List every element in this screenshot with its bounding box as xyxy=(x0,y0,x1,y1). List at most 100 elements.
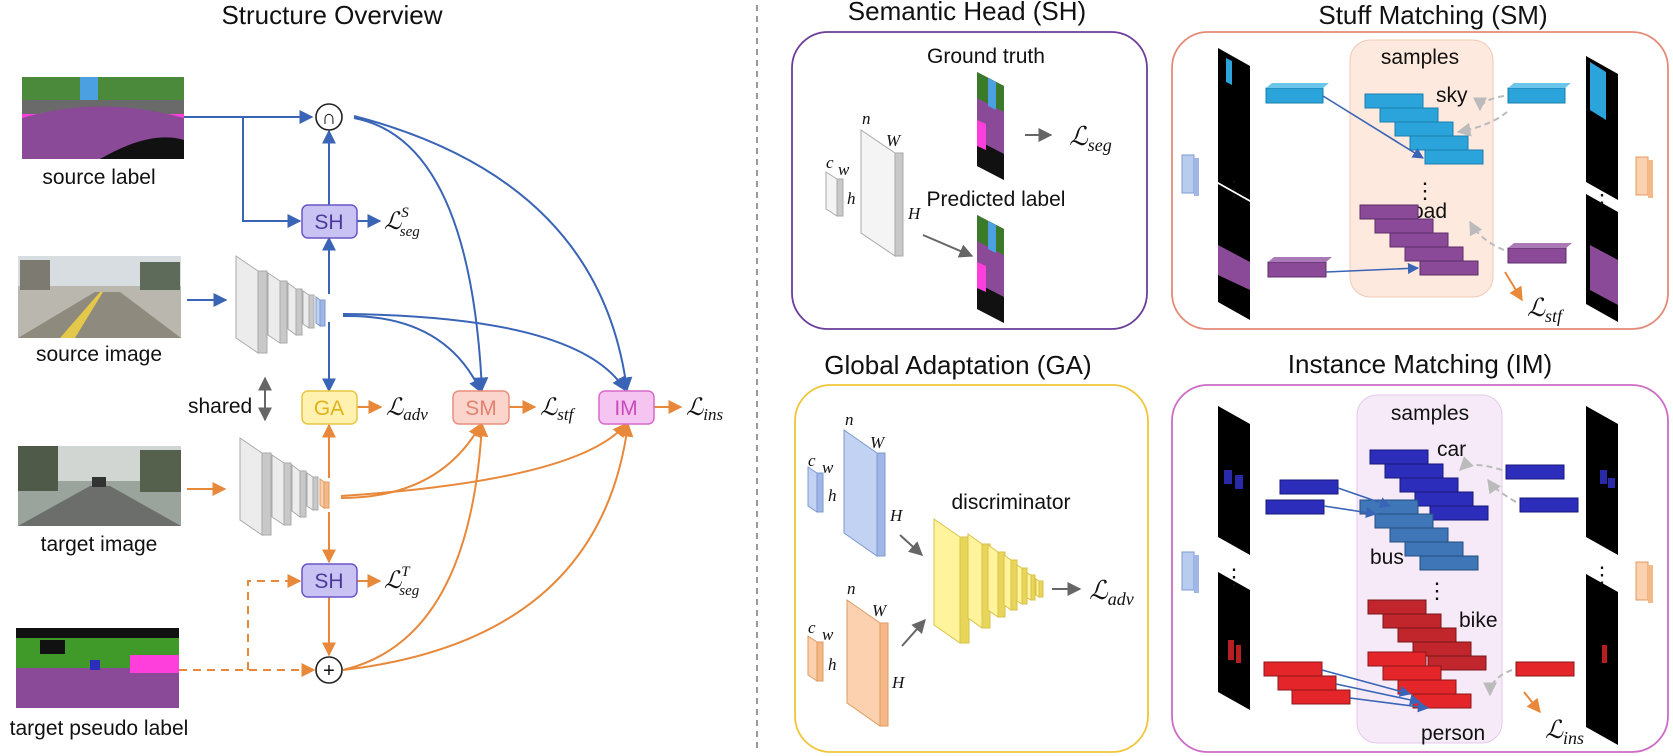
svg-text:c: c xyxy=(808,618,816,637)
overview-title: Structure Overview xyxy=(221,0,442,30)
im-person-sample-out xyxy=(1515,661,1575,677)
svg-text:SM: SM xyxy=(465,397,497,420)
ga-loss-adv: ℒadv xyxy=(1089,576,1134,609)
svg-text:W: W xyxy=(886,131,902,150)
ground-truth-image xyxy=(977,72,1004,180)
im-car-query xyxy=(1265,479,1339,515)
sm-samples-label: samples xyxy=(1381,46,1459,69)
im-panel-title: Instance Matching (IM) xyxy=(1288,349,1552,379)
sm-sky-sample-out xyxy=(1507,83,1571,104)
svg-text:w: w xyxy=(838,160,850,179)
ga-panel-title: Global Adaptation (GA) xyxy=(824,350,1091,380)
sm-target-vector xyxy=(1635,156,1653,198)
svg-text:W: W xyxy=(872,601,888,620)
svg-text:n: n xyxy=(845,410,854,429)
sm-right-mask-road xyxy=(1586,194,1618,322)
sm-right-mask-sky xyxy=(1586,56,1618,200)
im-class-person: person xyxy=(1421,722,1485,745)
loss-stf: ℒstf xyxy=(540,395,576,424)
im-samples-label: samples xyxy=(1391,402,1469,425)
svg-text:⋮: ⋮ xyxy=(1414,178,1436,203)
loss-ins: ℒins xyxy=(686,395,724,424)
svg-text:c: c xyxy=(808,451,816,470)
sm-left-mask-road xyxy=(1218,184,1250,320)
source-label-text: source label xyxy=(42,166,155,189)
svg-text:w: w xyxy=(822,458,834,477)
target-pseudo-label-thumbnail xyxy=(16,628,179,708)
im-class-bus: bus xyxy=(1370,546,1404,569)
svg-text:h: h xyxy=(828,486,837,505)
im-right-mask-vehicles xyxy=(1586,406,1618,555)
sm-left-mask-sky xyxy=(1218,48,1250,200)
sh-panel-title: Semantic Head (SH) xyxy=(848,0,1086,26)
im-car-sample-out xyxy=(1505,464,1579,513)
sh-node-source: SH xyxy=(301,204,358,239)
im-left-mask-vehicles xyxy=(1218,406,1250,555)
predicted-label-label: Predicted label xyxy=(927,188,1066,211)
svg-text:H: H xyxy=(907,204,922,223)
shared-label: shared xyxy=(188,395,252,418)
svg-text:⋮: ⋮ xyxy=(1591,182,1613,207)
union-op: + xyxy=(315,656,343,684)
sm-loss-stf: ℒstf xyxy=(1527,295,1565,326)
sh-node-target: SH xyxy=(301,563,358,598)
im-node: IM xyxy=(598,390,655,425)
source-encoder xyxy=(235,255,326,354)
im-left-mask-people xyxy=(1218,572,1250,710)
target-flow xyxy=(179,400,683,677)
svg-text:∩: ∩ xyxy=(322,107,336,129)
svg-text:+: + xyxy=(323,660,335,682)
ground-truth-label: Ground truth xyxy=(927,45,1045,68)
discriminator-block xyxy=(933,518,1044,644)
discriminator-label: discriminator xyxy=(951,491,1070,514)
svg-text:n: n xyxy=(847,579,856,598)
im-class-bike: bike xyxy=(1459,609,1498,632)
source-flow xyxy=(184,110,633,394)
target-image-text: target image xyxy=(41,533,158,556)
im-person-query xyxy=(1263,661,1351,705)
svg-text:c: c xyxy=(826,153,834,172)
im-car-samples xyxy=(1369,449,1489,521)
loss-adv: ℒadv xyxy=(386,395,428,424)
svg-text:H: H xyxy=(889,506,904,525)
svg-text:IM: IM xyxy=(614,397,637,420)
svg-text:W: W xyxy=(870,433,886,452)
svg-text:h: h xyxy=(847,189,856,208)
sh-loss-seg: ℒseg xyxy=(1069,122,1112,155)
sm-sky-samples xyxy=(1364,93,1484,165)
svg-text:SH: SH xyxy=(314,570,343,593)
im-class-car: car xyxy=(1437,438,1466,461)
svg-text:h: h xyxy=(828,655,837,674)
source-image-thumbnail xyxy=(18,256,181,338)
instance-matching-panel: Instance Matching (IM) samples car bus b… xyxy=(1171,349,1669,753)
svg-text:n: n xyxy=(862,109,871,128)
sm-source-vector xyxy=(1181,154,1199,196)
sm-road-query xyxy=(1267,257,1332,278)
sm-road-sample-out xyxy=(1507,243,1572,264)
stuff-matching-panel: Stuff Matching (SM) samples sky road ⋮ ⋮ xyxy=(1171,0,1669,330)
sm-sky-query xyxy=(1265,83,1329,104)
svg-text:⋮: ⋮ xyxy=(1223,564,1245,589)
sm-node: SM xyxy=(452,390,510,425)
intersect-op: ∩ xyxy=(315,103,343,131)
target-encoder xyxy=(239,437,330,536)
predicted-label-image xyxy=(977,215,1004,323)
ga-node: GA xyxy=(301,390,358,425)
svg-text:w: w xyxy=(822,625,834,644)
source-label-thumbnail xyxy=(22,77,184,159)
im-target-vector xyxy=(1635,561,1653,603)
global-adaptation-panel: Global Adaptation (GA) c w h n W H c w h… xyxy=(794,350,1149,753)
svg-text:⋮: ⋮ xyxy=(1223,176,1245,201)
structure-overview: Structure Overview source label source i… xyxy=(10,0,724,740)
im-bike-samples xyxy=(1367,599,1487,671)
svg-text:⋮: ⋮ xyxy=(1426,578,1448,603)
im-right-mask-people xyxy=(1586,574,1618,745)
target-image-thumbnail xyxy=(18,446,181,526)
target-pseudo-label-text: target pseudo label xyxy=(10,717,189,740)
sm-panel-title: Stuff Matching (SM) xyxy=(1318,0,1547,30)
semantic-head-panel: Semantic Head (SH) Ground truth Predicte… xyxy=(791,0,1148,330)
svg-text:SH: SH xyxy=(314,211,343,234)
